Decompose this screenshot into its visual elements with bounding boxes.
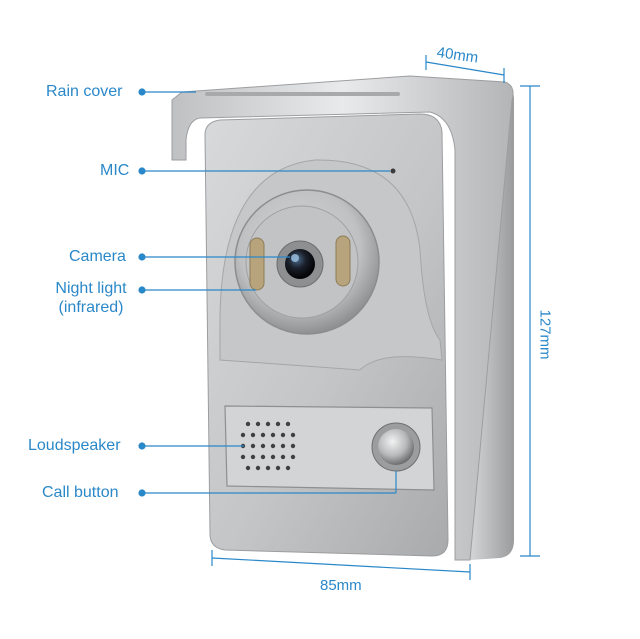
height-dimension-label: 127mm xyxy=(536,309,554,360)
speaker-hole xyxy=(245,465,251,471)
mic-label: MIC xyxy=(100,162,130,179)
speaker-hole xyxy=(280,443,286,449)
height-dimension-line xyxy=(520,85,540,557)
speaker-hole xyxy=(250,432,256,438)
speaker-hole xyxy=(280,432,286,438)
speaker-hole xyxy=(240,454,246,460)
depth-dimension-line xyxy=(425,55,505,83)
infrared-led-right xyxy=(335,235,351,287)
width-dimension-label: 85mm xyxy=(320,577,362,594)
infrared-led-left xyxy=(249,237,265,291)
speaker-hole xyxy=(285,465,291,471)
speaker-hole xyxy=(270,443,276,449)
camera-lens-glint xyxy=(291,254,299,262)
call-button-cap xyxy=(378,429,414,465)
call-button-dot xyxy=(138,489,146,497)
speaker-hole xyxy=(290,443,296,449)
speaker-hole xyxy=(290,454,296,460)
speaker-hole xyxy=(255,421,261,427)
loudspeaker-dot xyxy=(138,442,146,450)
width-dimension-line xyxy=(211,550,471,580)
speaker-hole xyxy=(270,454,276,460)
camera-label: Camera xyxy=(69,248,126,265)
loudspeaker-label: Loudspeaker xyxy=(28,437,121,454)
night-light-label-line1: Night light xyxy=(55,280,127,297)
camera-lens xyxy=(285,249,315,279)
speaker-hole xyxy=(290,432,296,438)
speaker-hole xyxy=(255,465,261,471)
speaker-hole xyxy=(270,432,276,438)
night-light-label-line2: (infrared) xyxy=(58,299,124,316)
rain-cover-ribs xyxy=(205,92,400,96)
speaker-hole xyxy=(260,454,266,460)
speaker-hole xyxy=(250,454,256,460)
call-button-label: Call button xyxy=(42,484,119,501)
speaker-hole xyxy=(275,465,281,471)
mic-dot xyxy=(138,167,146,175)
mic-hole xyxy=(390,168,396,174)
rain-cover-label: Rain cover xyxy=(46,83,123,100)
night-light-dot xyxy=(138,286,146,294)
rain-cover-dot xyxy=(138,88,146,96)
speaker-hole xyxy=(265,421,271,427)
camera-dot xyxy=(138,253,146,261)
speaker-hole xyxy=(275,421,281,427)
speaker-hole xyxy=(240,432,246,438)
night-light-label: Night light (infrared) xyxy=(46,279,136,317)
speaker-hole xyxy=(250,443,256,449)
speaker-hole xyxy=(285,421,291,427)
speaker-hole xyxy=(280,454,286,460)
speaker-hole xyxy=(265,465,271,471)
speaker-hole xyxy=(260,443,266,449)
speaker-hole xyxy=(260,432,266,438)
rain-cover-shape xyxy=(171,75,514,561)
speaker-hole xyxy=(245,421,251,427)
